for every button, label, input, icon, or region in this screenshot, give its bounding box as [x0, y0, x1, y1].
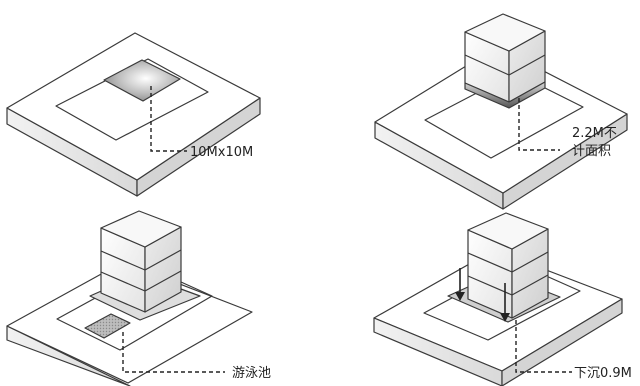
panel-bottom-left: 游泳池: [6, 210, 271, 386]
label-size: 10Mx10M: [190, 145, 253, 160]
leader-line: [150, 86, 187, 152]
recess-area: [103, 59, 181, 102]
slab-right-side: [501, 298, 623, 386]
tower-base: [464, 81, 546, 109]
panel-top-left: 10Mx10M: [6, 32, 261, 197]
label-height-line2: 计面积: [572, 144, 611, 159]
tower-top: [467, 212, 549, 250]
tower-top: [100, 210, 182, 248]
label-pool: 游泳池: [232, 366, 271, 381]
panel-bottom-right: 下沉0.9M: [373, 212, 632, 386]
down-arrow-icon: [455, 268, 465, 301]
slab-top: [6, 32, 261, 181]
pool-area: [84, 313, 131, 339]
panel-top-right: 2.2M不 计面积: [374, 13, 628, 210]
tower-top: [464, 13, 546, 52]
leader-line: [122, 332, 225, 373]
leader-line: [515, 320, 572, 373]
label-height-line1: 2.2M不: [572, 126, 617, 141]
label-sunken: 下沉0.9M: [574, 366, 632, 381]
down-arrow-icon: [500, 283, 510, 322]
slab-left-side: [373, 317, 503, 386]
slab-top: [374, 46, 628, 194]
leader-line: [518, 98, 560, 151]
